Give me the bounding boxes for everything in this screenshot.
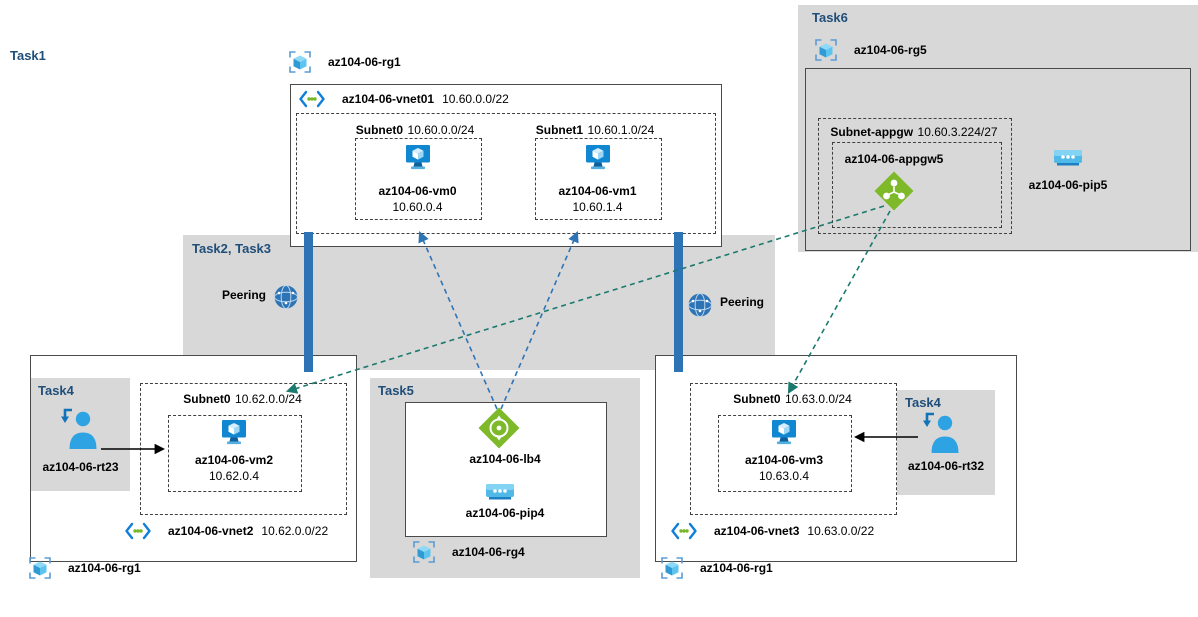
vm2-name: az104-06-vm2 <box>194 453 274 467</box>
vm3-name: az104-06-vm3 <box>744 453 824 467</box>
vnet2-subnet0-name: Subnet0 <box>183 392 231 406</box>
vm0-ip: 10.60.0.4 <box>392 200 443 214</box>
vm-icon <box>222 420 246 445</box>
vnet3-subnet0-label: Subnet0 10.63.0.0/24 <box>692 390 893 408</box>
rg1-top-label: az104-06-rg1 <box>328 55 401 69</box>
lb4 <box>477 406 521 450</box>
lb4-name: az104-06-lb4 <box>469 452 541 466</box>
rg1-bottom-right-row: az104-06-rg1 <box>660 556 773 580</box>
vnet01-subnet1-label: Subnet1 10.60.1.0/24 <box>528 121 662 139</box>
rg1-bottom-left-row: az104-06-rg1 <box>28 556 141 580</box>
vnet2-subnet0-cidr: 10.62.0.0/24 <box>235 392 302 406</box>
rt32-name: az104-06-rt32 <box>907 459 985 473</box>
vm1 <box>584 144 612 171</box>
peering-globe-icon <box>274 285 298 309</box>
vm3 <box>770 419 798 446</box>
pip5 <box>1053 146 1083 168</box>
vm3-ip: 10.63.0.4 <box>758 469 810 483</box>
vnet3-row: az104-06-vnet3 10.63.0.0/22 <box>670 522 874 540</box>
route-table-user-icon <box>61 408 97 449</box>
rg4-label: az104-06-rg4 <box>452 545 525 559</box>
peering-globe-icon <box>688 293 712 317</box>
vm-icon <box>772 420 796 445</box>
vnet3-subnet0-name: Subnet0 <box>733 392 781 406</box>
vnet01-subnet1-name: Subnet1 <box>535 123 584 137</box>
vm2 <box>220 419 248 446</box>
vnet01-subnet0-label: Subnet0 10.60.0.0/24 <box>348 121 482 139</box>
rg5-row: az104-06-rg5 <box>814 38 927 62</box>
app-gateway-icon <box>874 171 914 211</box>
vnet-icon <box>125 522 151 540</box>
task4-left-label: Task4 <box>38 383 74 398</box>
rg5-label: az104-06-rg5 <box>854 43 927 57</box>
vm1-ip: 10.60.1.4 <box>572 200 623 214</box>
peering-right-label: Peering <box>720 295 765 309</box>
vm0 <box>404 144 432 171</box>
peering-connection-right <box>674 232 683 372</box>
vnet2-subnet0-label: Subnet0 10.62.0.0/24 <box>142 390 343 408</box>
vnet3-cidr: 10.63.0.0/22 <box>807 524 875 538</box>
vnet2-row: az104-06-vnet2 10.62.0.0/22 <box>124 522 328 540</box>
vm2-inner-box <box>168 415 302 492</box>
peering-right <box>686 291 714 319</box>
subnet-appgw-name: Subnet-appgw <box>830 125 914 139</box>
peering-left-label: Peering <box>222 288 267 302</box>
vnet01-subnet1-cidr: 10.60.1.0/24 <box>587 123 655 137</box>
rg4-row: az104-06-rg4 <box>412 540 525 564</box>
rg5-box <box>805 68 1191 251</box>
pip4 <box>485 480 515 502</box>
task5-label: Task5 <box>378 383 414 398</box>
appgw5 <box>873 170 915 212</box>
resource-group-icon <box>815 39 837 61</box>
vnet3-name: az104-06-vnet3 <box>714 524 800 538</box>
vm1-name: az104-06-vm1 <box>558 184 637 198</box>
subnet-appgw-box <box>818 118 1012 234</box>
task6-label: Task6 <box>812 10 848 25</box>
public-ip-icon <box>1054 150 1082 166</box>
load-balancer-icon <box>478 407 520 449</box>
resource-group-icon <box>413 541 435 563</box>
subnet-appgw-cidr: 10.60.3.224/27 <box>917 125 998 139</box>
resource-group-icon <box>29 557 51 579</box>
rt23-name: az104-06-rt23 <box>42 460 119 474</box>
resource-group-icon <box>661 557 683 579</box>
rt32 <box>920 410 960 456</box>
task2-task3-label: Task2, Task3 <box>192 241 272 256</box>
pip5-name: az104-06-pip5 <box>1028 178 1108 192</box>
rt23 <box>58 406 98 452</box>
vnet01-subnet0-cidr: 10.60.0.0/24 <box>407 123 475 137</box>
vm3-inner-box <box>718 415 852 492</box>
vnet2-cidr: 10.62.0.0/22 <box>261 524 329 538</box>
appgw5-name: az104-06-appgw5 <box>844 152 944 166</box>
vnet-icon <box>671 522 697 540</box>
rg1-top-row: az104-06-rg1 <box>288 50 401 74</box>
vnet2-name: az104-06-vnet2 <box>168 524 254 538</box>
vnet-icon <box>299 90 325 108</box>
vnet01-name: az104-06-vnet01 <box>342 92 435 106</box>
vm2-ip: 10.62.0.4 <box>208 469 260 483</box>
subnet-appgw-label: Subnet-appgw 10.60.3.224/27 <box>820 123 1008 141</box>
peering-left <box>272 283 300 311</box>
rg1-bottom-right-label: az104-06-rg1 <box>700 561 773 575</box>
vm-icon <box>406 145 430 170</box>
vnet3-subnet0-cidr: 10.63.0.0/24 <box>785 392 852 406</box>
resource-group-icon <box>289 51 311 73</box>
vnet01-cidr: 10.60.0.0/22 <box>442 92 509 106</box>
vnet01-header: az104-06-vnet01 10.60.0.0/22 <box>298 90 509 108</box>
vm0-name: az104-06-vm0 <box>378 184 457 198</box>
rg1-bottom-left-label: az104-06-rg1 <box>68 561 141 575</box>
public-ip-icon <box>486 484 514 500</box>
vm-icon <box>586 145 610 170</box>
task4-right-label: Task4 <box>905 395 941 410</box>
route-table-user-icon <box>923 412 959 453</box>
vnet01-subnet0-name: Subnet0 <box>355 123 404 137</box>
appgw-inner-box <box>832 142 1002 228</box>
peering-connection-left <box>304 232 313 372</box>
pip4-name: az104-06-pip4 <box>465 506 545 520</box>
task1-label: Task1 <box>10 48 46 63</box>
